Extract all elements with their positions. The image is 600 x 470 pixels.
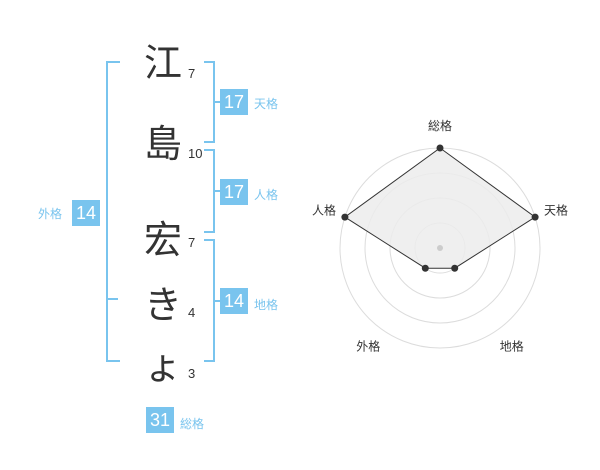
gaikaku-bracket xyxy=(106,61,120,362)
name-char-5: ょ xyxy=(143,344,182,388)
radar-axis-label: 外格 xyxy=(356,339,380,354)
radar-data-area xyxy=(344,147,536,269)
radar-axis-label: 人格 xyxy=(312,202,336,217)
jinkaku-badge: 17 xyxy=(220,179,248,205)
tenkaku-badge: 17 xyxy=(220,89,248,115)
stroke-count-3: 7 xyxy=(188,235,196,250)
soukaku-label: 総格 xyxy=(180,417,205,431)
radar-data-point xyxy=(531,213,539,221)
stroke-count-2: 10 xyxy=(188,146,203,161)
radar-center-dot xyxy=(437,245,443,251)
chikaku-bracket-tick xyxy=(213,300,220,302)
tenkaku-label: 天格 xyxy=(254,97,279,111)
stroke-count-4: 4 xyxy=(188,305,196,320)
radar-axis-label: 地格 xyxy=(500,339,524,354)
radar-axis-label: 総格 xyxy=(428,118,452,133)
name-char-3: 宏 xyxy=(143,218,182,262)
tenkaku-bracket-tick xyxy=(213,101,220,103)
stroke-count-5: 3 xyxy=(188,366,196,381)
gaikaku-label: 外格 xyxy=(38,207,63,221)
chikaku-label: 地格 xyxy=(254,298,279,312)
radar-data-point xyxy=(436,144,444,152)
gaikaku-badge: 14 xyxy=(72,200,100,226)
name-char-2: 島 xyxy=(143,122,182,166)
radar-data-point xyxy=(341,213,349,221)
chikaku-badge: 14 xyxy=(220,288,248,314)
gaikaku-bracket-tick xyxy=(106,298,118,300)
soukaku-badge: 31 xyxy=(146,407,174,433)
jinkaku-bracket-tick xyxy=(213,190,220,192)
stroke-count-1: 7 xyxy=(188,66,196,81)
jinkaku-label: 人格 xyxy=(254,188,279,202)
radar-data-point xyxy=(451,264,459,272)
radar-axis-label: 天格 xyxy=(544,202,568,217)
name-char-4: き xyxy=(143,283,182,327)
name-char-1: 江 xyxy=(143,41,182,85)
radar-data-point xyxy=(421,264,429,272)
